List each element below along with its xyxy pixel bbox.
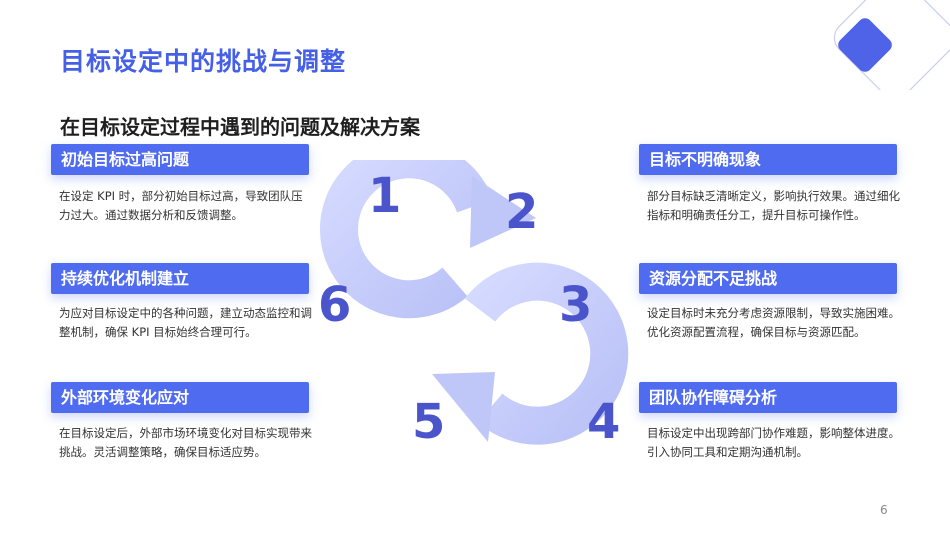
card-heading-1: 初始目标过高问题 [51, 144, 309, 175]
cycle-number-1: 1 [368, 168, 402, 224]
cycle-arrow-lower [464, 262, 629, 445]
page-number: 6 [880, 503, 888, 517]
cycle-arrows-graphic [320, 160, 629, 445]
cycle-number-6: 6 [318, 277, 352, 333]
page-title: 目标设定中的挑战与调整 [60, 47, 347, 76]
card-heading-4: 资源分配不足挑战 [639, 263, 897, 294]
card-text-5: 在目标设定后，外部市场环境变化对目标实现带来挑战。灵活调整策略，确保目标适应势。 [59, 426, 312, 459]
page-subtitle: 在目标设定过程中遇到的问题及解决方案 [60, 115, 420, 139]
cycle-number-4: 4 [587, 394, 621, 450]
card-text-6: 目标设定中出现跨部门协作难题，影响整体进度。引入协同工具和定期沟通机制。 [647, 426, 900, 459]
card-heading-6: 团队协作障碍分析 [639, 382, 897, 413]
card-text-1: 在设定 KPI 时，部分初始目标过高，导致团队压力过大。通过数据分析和反馈调整。 [59, 189, 303, 222]
cycle-arrowhead-upper [470, 176, 536, 248]
card-text-4: 设定目标时未充分考虑资源限制，导致实施困难。优化资源配置流程，确保目标与资源匹配… [647, 306, 900, 339]
cycle-arrowhead-lower [432, 372, 495, 442]
cycle-number-2: 2 [505, 184, 539, 240]
card-text-3: 为应对目标设定中的各种问题，建立动态监控和调整机制，确保 KPI 目标始终合理可… [59, 306, 312, 339]
card-heading-2: 目标不明确现象 [639, 144, 897, 175]
corner-decoration [833, 0, 950, 90]
card-text-2: 部分目标缺乏清晰定义，影响执行效果。通过细化指标和明确责任分工，提升目标可操作性… [647, 189, 900, 222]
cycle-number-3: 3 [559, 277, 593, 333]
cycle-arrow-upper [320, 160, 493, 319]
card-heading-5: 外部环境变化应对 [51, 382, 309, 413]
card-heading-3: 持续优化机制建立 [51, 263, 309, 294]
cycle-number-5: 5 [412, 394, 446, 450]
